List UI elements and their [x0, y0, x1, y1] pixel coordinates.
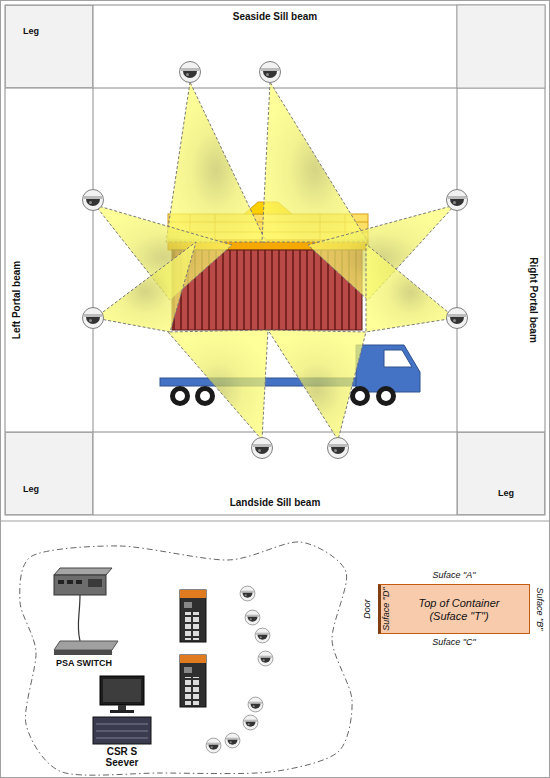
door-label: Door: [363, 599, 373, 619]
server: [93, 717, 151, 744]
leg-block-label: Leg: [498, 488, 514, 498]
dome-camera-part: [83, 308, 104, 329]
industrial-switch-part: [184, 602, 192, 608]
portal-beam-label: Left Portal beam: [11, 261, 23, 339]
truck-part: [200, 391, 210, 401]
truck-part: [356, 345, 420, 392]
network-switch-part: [54, 650, 112, 655]
truck-part: [175, 391, 185, 401]
server-part: [96, 724, 148, 738]
section-divider: [0, 521, 550, 522]
dome-camera-part: [240, 586, 255, 601]
leg-block: Leg: [5, 5, 93, 88]
dome-camera: [206, 586, 273, 753]
surface-label: Suface "B": [534, 588, 544, 631]
truck-part: [376, 386, 396, 406]
crane-frame-part: [5, 5, 545, 515]
camera-view-cone: [95, 82, 455, 440]
camera-view-cone-part: [166, 82, 266, 242]
network-switch: [54, 641, 118, 655]
monitor: [100, 676, 144, 713]
sill-beam: Seaside Sill beam: [93, 5, 457, 88]
industrial-switch-part: [183, 677, 199, 705]
camera-view-cone-part: [366, 244, 455, 332]
dome-camera-part: [206, 738, 221, 753]
sill-beam-label: Seaside Sill beam: [233, 11, 318, 23]
dome-camera-part: [243, 715, 258, 730]
truck-part: [355, 391, 365, 401]
truck-part: [384, 350, 412, 367]
device-label: CSR S Seever: [94, 746, 150, 768]
leg-block-label: Leg: [23, 484, 39, 494]
dome-camera-part: [225, 733, 240, 748]
industrial-switch-part: [180, 655, 206, 663]
dome-camera-part: [447, 190, 468, 211]
surface-label: Suface "C": [432, 638, 475, 648]
video-encoder-part: [67, 580, 73, 584]
dome-camera-part: [258, 651, 273, 666]
portal-beam-label: Right Portal beam: [527, 257, 539, 343]
camera-view-cone-part: [262, 82, 368, 242]
camera-view-cone-part: [95, 242, 196, 332]
industrial-switch-part: [180, 590, 206, 598]
dome-camera-part: [245, 610, 260, 625]
dome-camera-part: [83, 190, 104, 211]
industrial-switch-part: [180, 590, 206, 642]
sill-beam-label: Landside Sill beam: [230, 497, 321, 509]
industrial-switch-part: [184, 667, 192, 673]
surface-label: Suface "D": [382, 587, 392, 630]
monitor-part: [103, 679, 141, 702]
sill-beam: Landside Sill beam: [93, 432, 457, 515]
monitor-part: [118, 705, 126, 710]
dome-camera: [83, 62, 468, 459]
leg-block: Leg: [457, 432, 545, 515]
video-encoder-part: [88, 579, 102, 587]
video-encoder-part: [58, 580, 64, 584]
industrial-switch-part: [183, 612, 199, 640]
truck-part: [195, 386, 215, 406]
crane-frame: [5, 5, 545, 515]
industrial-switch: [180, 590, 206, 707]
dome-camera-part: [260, 62, 281, 83]
video-encoder-part: [54, 575, 106, 595]
truck-part: [170, 386, 190, 406]
device-label: PSA SWITCH: [56, 659, 112, 669]
dome-camera-part: [328, 438, 349, 459]
network-cable: [78, 595, 80, 641]
monitor-part: [100, 676, 144, 705]
video-encoder-part: [76, 580, 82, 584]
container-top-label: Top of Container (Suface "T"): [404, 597, 514, 622]
dome-camera-part: [255, 628, 270, 643]
container-top: Top of Container (Suface "T"): [378, 584, 530, 634]
network-area-outline: [20, 542, 352, 775]
video-encoder-part: [54, 568, 112, 575]
leg-block-label: Leg: [23, 26, 39, 36]
server-part: [93, 717, 151, 744]
monitor-part: [110, 710, 134, 713]
video-encoder: [54, 568, 112, 595]
portal-beam: Right Portal beam: [457, 88, 545, 432]
truck-part: [381, 391, 391, 401]
dome-camera-part: [252, 438, 273, 459]
camera-view-cone-part: [168, 330, 268, 440]
industrial-switch-part: [180, 655, 206, 707]
truck-part: [350, 386, 370, 406]
camera-view-cone-part: [268, 330, 366, 440]
dome-camera-part: [248, 697, 263, 712]
portal-beam: Left Portal beam: [5, 88, 93, 432]
leg-block: Leg: [5, 432, 93, 515]
dome-camera-part: [180, 62, 201, 83]
surface-label: Suface "A": [433, 571, 476, 581]
dome-camera-part: [447, 308, 468, 329]
network-switch-part: [54, 641, 118, 650]
leg-block: [457, 5, 545, 88]
